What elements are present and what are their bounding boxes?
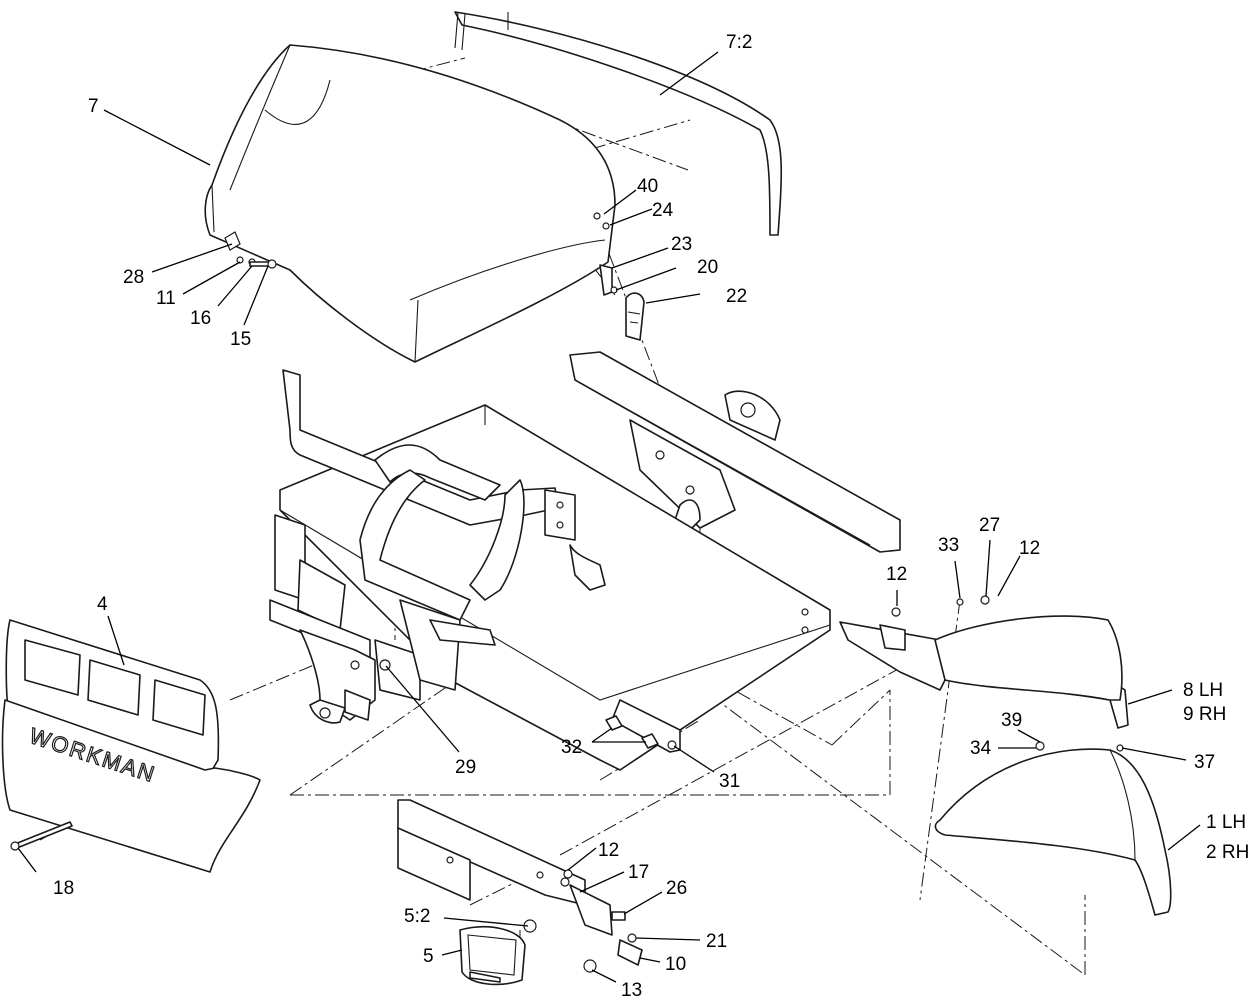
callout-24: 24 (652, 200, 674, 221)
callout-5-2: 5:2 (404, 906, 430, 927)
bracket-part-29 (269, 514, 496, 724)
callout-5: 5 (423, 946, 434, 967)
callout-20: 20 (697, 257, 718, 278)
callout-7-2: 7:2 (726, 32, 752, 53)
callout-labels: 7 7:2 40 24 23 20 22 28 11 16 15 4 29 18… (53, 32, 1249, 1001)
callout-13: 13 (621, 980, 642, 1001)
upper-crossmember (569, 351, 901, 553)
grille-part-4: WORKMAN (1, 619, 261, 873)
callout-39: 39 (1001, 710, 1022, 731)
callout-12-b: 12 (1019, 538, 1040, 559)
hood-hardware (236, 212, 645, 341)
callout-33: 33 (938, 535, 959, 556)
callout-9-rh: 9 RH (1183, 704, 1226, 725)
callout-16: 16 (190, 308, 211, 329)
fender-part-1-2 (934, 741, 1172, 916)
callout-40: 40 (637, 176, 658, 197)
hood-trim-part-7-2 (454, 11, 783, 236)
callout-11: 11 (156, 288, 176, 309)
callout-1-lh: 1 LH (1206, 812, 1246, 833)
fender-bracket-part-8-9 (839, 595, 1129, 729)
light-hardware (523, 911, 643, 973)
callout-29: 29 (455, 757, 476, 778)
callout-22: 22 (726, 286, 747, 307)
callout-23: 23 (671, 234, 692, 255)
callout-12-a: 12 (886, 564, 907, 585)
callout-12-c: 12 (598, 840, 619, 861)
hood-part-7 (204, 44, 616, 363)
callout-37: 37 (1194, 752, 1215, 773)
callout-26: 26 (666, 878, 687, 899)
headlight-part-5 (459, 926, 526, 986)
callout-32: 32 (561, 737, 582, 758)
light-bracket-part-17 (397, 799, 613, 936)
callout-4: 4 (97, 594, 108, 615)
callout-28: 28 (123, 267, 144, 288)
pin-part-18 (10, 821, 73, 851)
callout-18: 18 (53, 878, 74, 899)
callout-10: 10 (665, 954, 686, 975)
leader-lines (17, 51, 1201, 983)
callout-21: 21 (706, 931, 727, 952)
tube-frame (282, 369, 606, 621)
bolts-part-32 (605, 715, 659, 749)
callout-8-lh: 8 LH (1183, 680, 1223, 701)
callout-7: 7 (88, 96, 99, 117)
callout-31: 31 (719, 771, 740, 792)
callout-34: 34 (970, 738, 992, 759)
callout-2-rh: 2 RH (1206, 842, 1249, 863)
callout-15: 15 (230, 329, 251, 350)
callout-17: 17 (628, 862, 649, 883)
callout-27: 27 (979, 515, 1000, 536)
